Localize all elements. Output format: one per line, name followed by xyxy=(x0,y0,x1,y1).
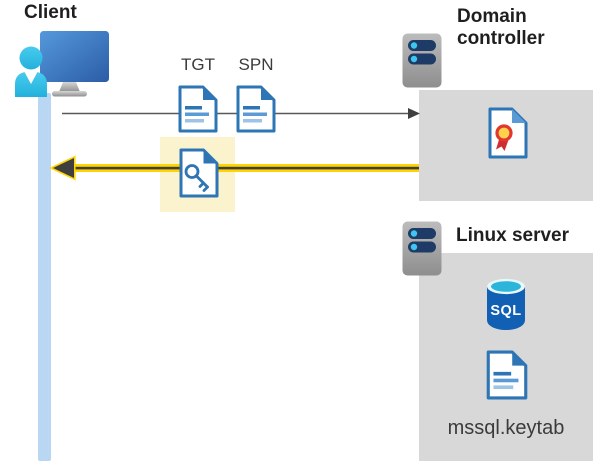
client-lifeline xyxy=(38,93,51,461)
domain-controller-title: Domain controller xyxy=(457,6,545,49)
user-at-monitor-icon xyxy=(15,31,109,97)
key-document-icon xyxy=(179,148,219,198)
linux-server-title: Linux server xyxy=(456,225,569,246)
person-icon xyxy=(15,46,47,97)
sql-database-icon: SQL xyxy=(487,278,525,330)
tgt-document-icon xyxy=(178,85,218,133)
keytab-document-icon xyxy=(486,350,528,400)
certificate-icon xyxy=(488,107,528,159)
client-title: Client xyxy=(24,2,77,23)
domain-controller-server-icon xyxy=(402,33,442,88)
keytab-file-label: mssql.keytab xyxy=(447,417,565,439)
response-arrow xyxy=(49,155,419,181)
spn-label: SPN xyxy=(238,55,274,74)
monitor-icon xyxy=(40,31,109,97)
linux-server-icon xyxy=(402,221,442,276)
seal-shape xyxy=(495,124,513,142)
sql-badge-text: SQL xyxy=(490,303,521,319)
spn-document-icon xyxy=(236,85,276,133)
tgt-label: TGT xyxy=(181,55,215,74)
